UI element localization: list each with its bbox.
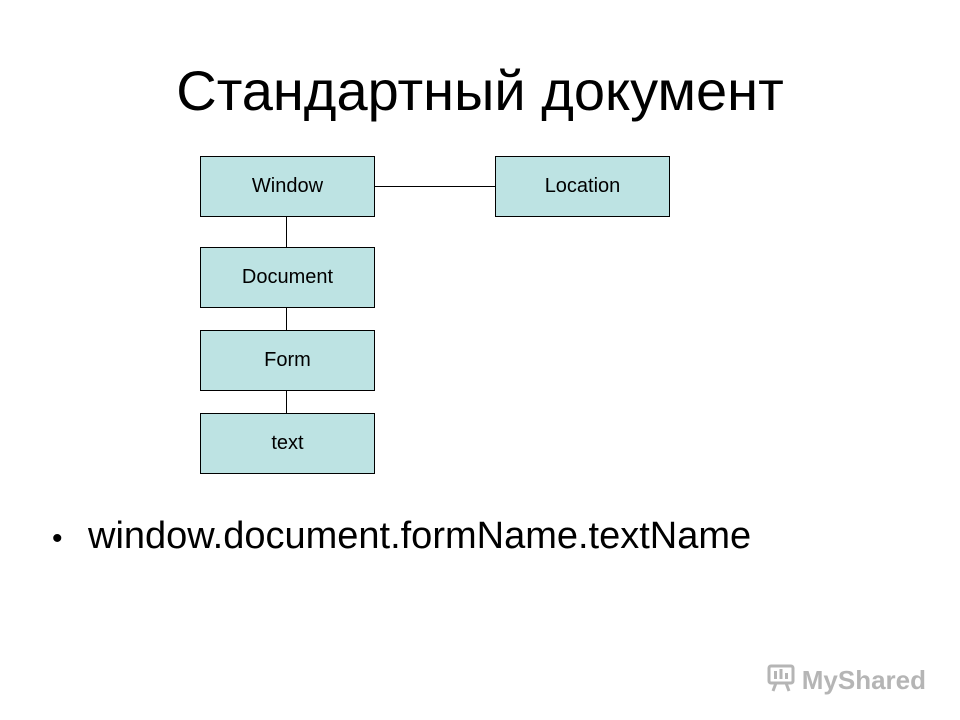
node-location: Location (495, 156, 670, 217)
watermark: MyShared (766, 663, 926, 698)
node-document: Document (200, 247, 375, 308)
watermark-text: MyShared (801, 665, 926, 695)
connector-window-document (286, 217, 287, 247)
presentation-board-icon (766, 663, 796, 698)
node-document-label: Document (241, 266, 334, 288)
bullet-text: window.document.formName.textName (88, 515, 752, 557)
node-text-label: text (271, 432, 304, 454)
node-location-label: Location (544, 175, 621, 197)
connector-form-text (286, 391, 287, 413)
node-window-label: Window (251, 175, 324, 197)
node-form: Form (200, 330, 375, 391)
connector-window-location (375, 186, 495, 187)
node-form-label: Form (264, 349, 311, 371)
slide-title: Стандартный документ (176, 59, 784, 122)
bullet-icon: • (52, 522, 63, 555)
node-text: text (200, 413, 375, 474)
node-window: Window (200, 156, 375, 217)
bullet-item: • window.document.formName.textName (52, 510, 932, 565)
bullet-list: • window.document.formName.textName (52, 510, 932, 565)
connector-document-form (286, 308, 287, 330)
